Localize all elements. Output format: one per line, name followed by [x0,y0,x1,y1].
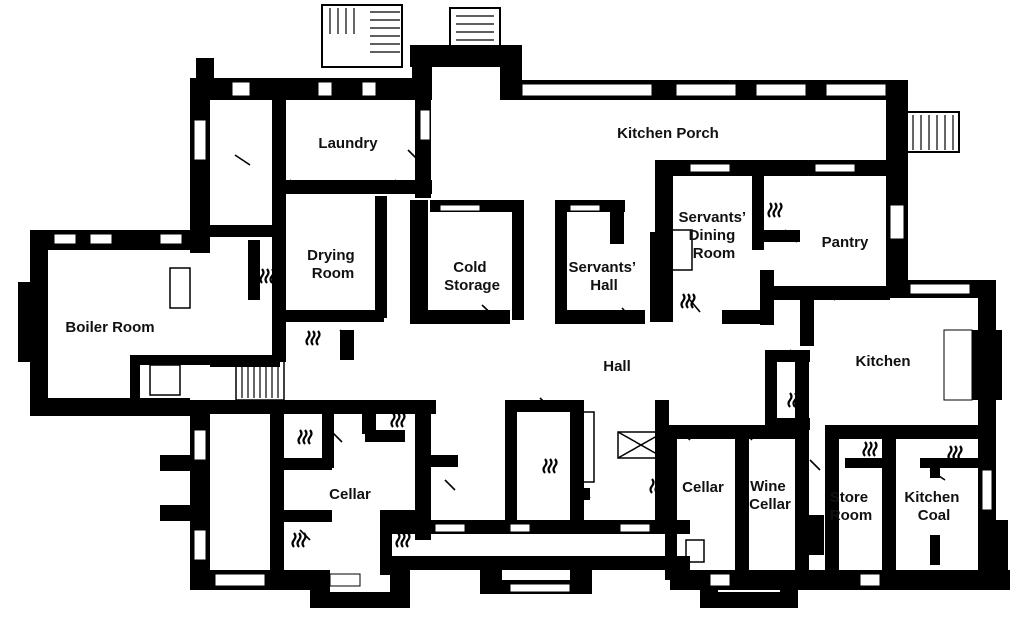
doors [234,149,946,541]
heating-symbol-icon [297,429,313,445]
heating-symbol-icon [767,202,783,218]
label-laundry: Laundry [318,135,378,152]
label-cellar-west: Cellar [329,486,371,503]
heating-symbol-icon [862,441,878,457]
label-kitchen-porch: Kitchen Porch [617,125,719,142]
heating-symbol-icon [291,532,307,548]
windows [53,81,993,593]
label-drying-room: Drying Room [307,247,359,282]
label-kitchen: Kitchen [855,353,910,370]
label-hall: Hall [603,358,631,375]
heating-symbol-icon [787,392,803,408]
heating-symbol-icon [680,293,696,309]
heating-symbol-icon [542,458,558,474]
heating-symbol-icon [395,532,411,548]
heating-symbols [259,202,963,548]
heating-symbol-icon [305,330,321,346]
label-cellar-east: Cellar [682,479,724,496]
label-kitchen-coal: Kitchen Coal [904,489,963,524]
label-store-room: Store Room [830,489,873,524]
label-wine-cellar: Wine Cellar [749,478,791,513]
label-servants-dining-room: Servants’ Dining Room [679,209,750,262]
label-boiler-room: Boiler Room [65,319,154,336]
heating-symbol-icon [947,445,963,461]
heating-symbol-icon [390,412,406,428]
label-pantry: Pantry [822,234,869,251]
fixtures [149,229,705,563]
east-stairs [904,111,960,153]
label-servants-hall: Servants’ Hall [569,259,640,294]
heating-symbol-icon [259,268,275,284]
interior-walls [130,88,985,580]
heating-symbol-icon [649,478,665,494]
room-labels: Laundry Kitchen Porch Drying Room Boiler… [65,125,963,524]
label-cold-storage: Cold Storage [444,259,500,294]
